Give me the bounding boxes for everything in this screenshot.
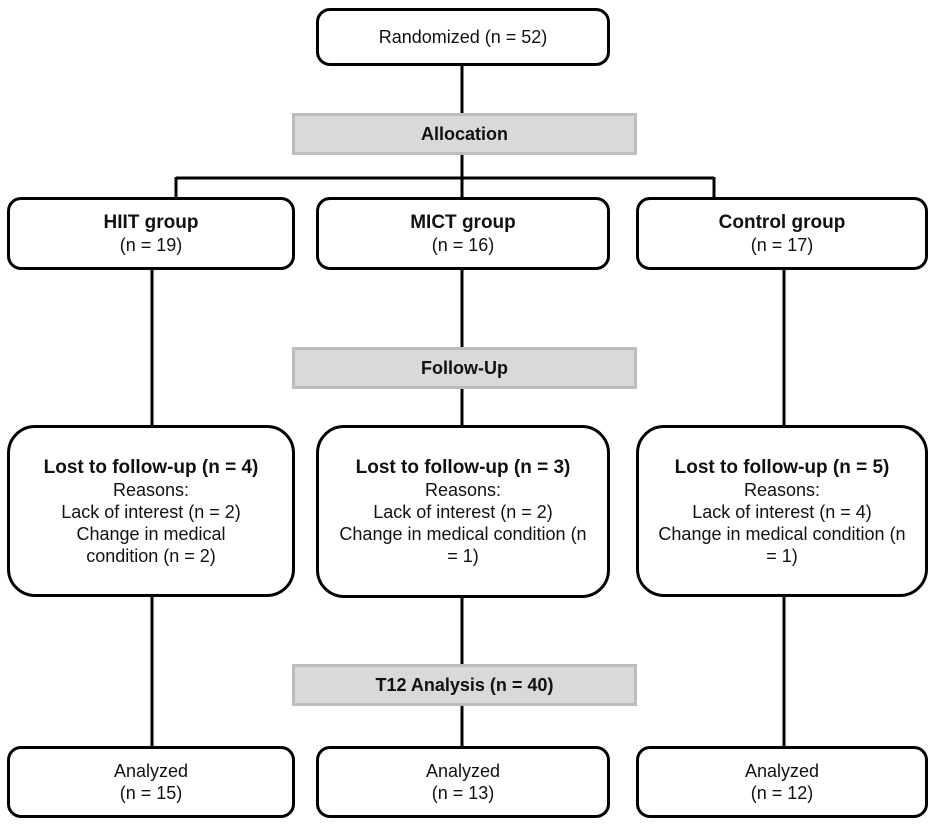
hiit-reason-2: Change in medical condition (n = 2): [76, 523, 226, 566]
mict-lost-box: Lost to follow-up (n = 3) Reasons: Lack …: [316, 425, 610, 598]
follow-up-label: Follow-Up: [421, 357, 508, 378]
mict-lost-title: Lost to follow-up (n = 3): [355, 457, 571, 478]
hiit-lost-box: Lost to follow-up (n = 4) Reasons: Lack …: [7, 425, 295, 597]
hiit-analyzed-count: (n = 15): [119, 783, 183, 803]
randomized-box: Randomized (n = 52): [316, 8, 610, 66]
control-lost-box: Lost to follow-up (n = 5) Reasons: Lack …: [636, 425, 928, 597]
control-group-name: Control group: [718, 211, 846, 233]
control-reasons-label: Reasons:: [743, 479, 821, 500]
control-analyzed-label: Analyzed: [744, 761, 820, 781]
hiit-analyzed-box: Analyzed (n = 15): [7, 746, 295, 818]
control-analyzed-count: (n = 12): [750, 783, 814, 803]
allocation-stage-bar: Allocation: [292, 113, 637, 155]
control-reason-2: Change in medical condition (n = 1): [658, 523, 906, 566]
control-analyzed-box: Analyzed (n = 12): [636, 746, 928, 818]
mict-analyzed-label: Analyzed: [425, 761, 501, 781]
mict-group-count: (n = 16): [431, 234, 495, 255]
hiit-group-box: HIIT group (n = 19): [7, 197, 295, 270]
hiit-group-count: (n = 19): [119, 234, 183, 255]
control-group-count: (n = 17): [750, 234, 814, 255]
mict-reasons-label: Reasons:: [424, 480, 502, 500]
mict-analyzed-count: (n = 13): [431, 783, 495, 803]
control-reason-1: Lack of interest (n = 4): [692, 501, 872, 522]
hiit-lost-title: Lost to follow-up (n = 4): [43, 456, 259, 478]
mict-group-name: MICT group: [410, 211, 516, 233]
randomized-label: Randomized (n = 52): [378, 27, 548, 47]
mict-group-box: MICT group (n = 16): [316, 197, 610, 270]
hiit-reason-1: Lack of interest (n = 2): [61, 501, 241, 522]
hiit-reasons-label: Reasons:: [112, 479, 190, 500]
analysis-label: T12 Analysis (n = 40): [375, 674, 554, 695]
follow-up-stage-bar: Follow-Up: [292, 347, 637, 389]
control-group-box: Control group (n = 17): [636, 197, 928, 270]
mict-reason-1: Lack of interest (n = 2): [373, 502, 553, 522]
allocation-label: Allocation: [420, 123, 508, 144]
mict-analyzed-box: Analyzed (n = 13): [316, 746, 610, 818]
mict-reason-2: Change in medical condition (n = 1): [339, 524, 587, 566]
analysis-stage-bar: T12 Analysis (n = 40): [292, 664, 637, 706]
control-lost-title: Lost to follow-up (n = 5): [674, 456, 890, 478]
hiit-analyzed-label: Analyzed: [113, 761, 189, 781]
hiit-group-name: HIIT group: [103, 211, 199, 233]
